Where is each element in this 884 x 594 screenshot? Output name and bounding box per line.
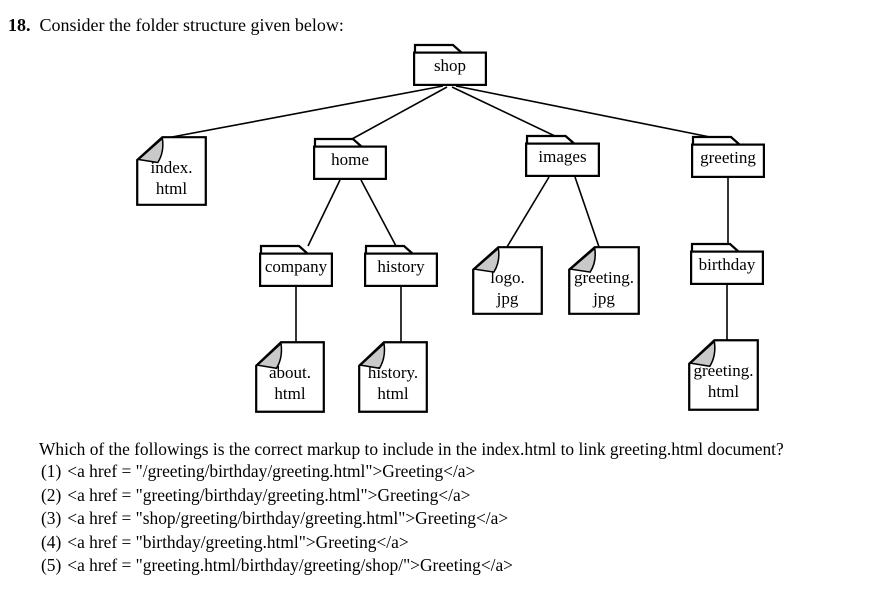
folder-node-greeting: greeting [691,135,765,178]
connector-shop-greeting [455,85,711,138]
file-node-logo-jpg: logo. jpg [472,246,543,315]
file-label: history. html [367,363,419,403]
folder-label: company [264,257,328,276]
folder-label: home [331,150,369,169]
answer-option-1: (1)<a href = "/greeting/birthday/greetin… [41,460,513,484]
file-icon [472,246,543,315]
folder-node-images: images [525,134,600,177]
connector-home-history [360,179,397,247]
file-icon [688,339,759,411]
answer-options: (1)<a href = "/greeting/birthday/greetin… [41,460,513,578]
option-markup: <a href = "/greeting/birthday/greeting.h… [67,461,476,481]
folder-icon [690,242,764,285]
option-markup: <a href = "greeting/birthday/greeting.ht… [67,484,471,505]
file-label: about. html [268,363,312,403]
folder-node-history: history [364,244,438,287]
question-heading: 18. Consider the folder structure given … [8,15,344,36]
folder-node-shop: shop [413,43,487,86]
folder-label: shop [433,56,467,75]
file-icon [358,341,428,413]
folder-icon [525,134,600,177]
question-number: 18. [8,15,31,35]
connector-shop-images [451,86,558,138]
folder-icon [313,137,387,180]
file-label: greeting. html [693,361,754,401]
question-intro: Consider the folder structure given belo… [39,15,344,35]
file-node-history-html: history. html [358,341,428,413]
connector-shop-home [351,86,448,140]
connector-home-company [307,179,341,247]
folder-label: greeting [700,148,756,167]
option-label: (1) [41,461,62,481]
answer-option-3: (3)<a href = "shop/greeting/birthday/gre… [41,507,513,531]
file-icon [568,246,640,315]
folder-icon [413,43,487,86]
file-label: logo. jpg [490,268,525,308]
file-node-about-html: about. html [255,341,325,413]
answer-option-2: (2)<a href = "greeting/birthday/greeting… [41,484,513,508]
folder-node-home: home [313,137,387,180]
connector-shop-index [171,85,444,138]
file-node-index-html: index. html [136,136,207,206]
file-icon [255,341,325,413]
option-label: (3) [41,508,62,529]
file-node-greeting-html: greeting. html [688,339,759,411]
option-label: (4) [41,531,62,552]
option-markup: <a href = "greeting.html/birthday/greeti… [67,555,513,576]
file-label: greeting. jpg [574,268,634,308]
folder-node-birthday: birthday [690,242,764,285]
folder-node-company: company [259,244,333,287]
folder-label: birthday [698,255,756,274]
folder-icon [259,244,333,287]
folder-icon [691,135,765,178]
folder-structure-diagram: shop home images greeting [136,43,765,413]
folder-label: history [377,257,425,276]
option-markup: <a href = "shop/greeting/birthday/greeti… [67,508,509,529]
option-label: (5) [41,555,62,576]
folder-icon [364,244,438,287]
file-icon [136,136,207,206]
question-prompt: Which of the followings is the correct m… [39,439,784,459]
answer-option-5: (5)<a href = "greeting.html/birthday/gre… [41,554,513,578]
connector-images-greetingjpg [574,176,600,248]
folder-label: images [538,147,587,166]
file-node-greeting-jpg: greeting. jpg [568,246,640,315]
option-markup: <a href = "birthday/greeting.html">Greet… [67,531,409,552]
file-label: index. html [150,158,193,198]
option-label: (2) [41,484,62,505]
connector-images-logo [506,176,550,248]
answer-option-4: (4)<a href = "birthday/greeting.html">Gr… [41,531,513,555]
